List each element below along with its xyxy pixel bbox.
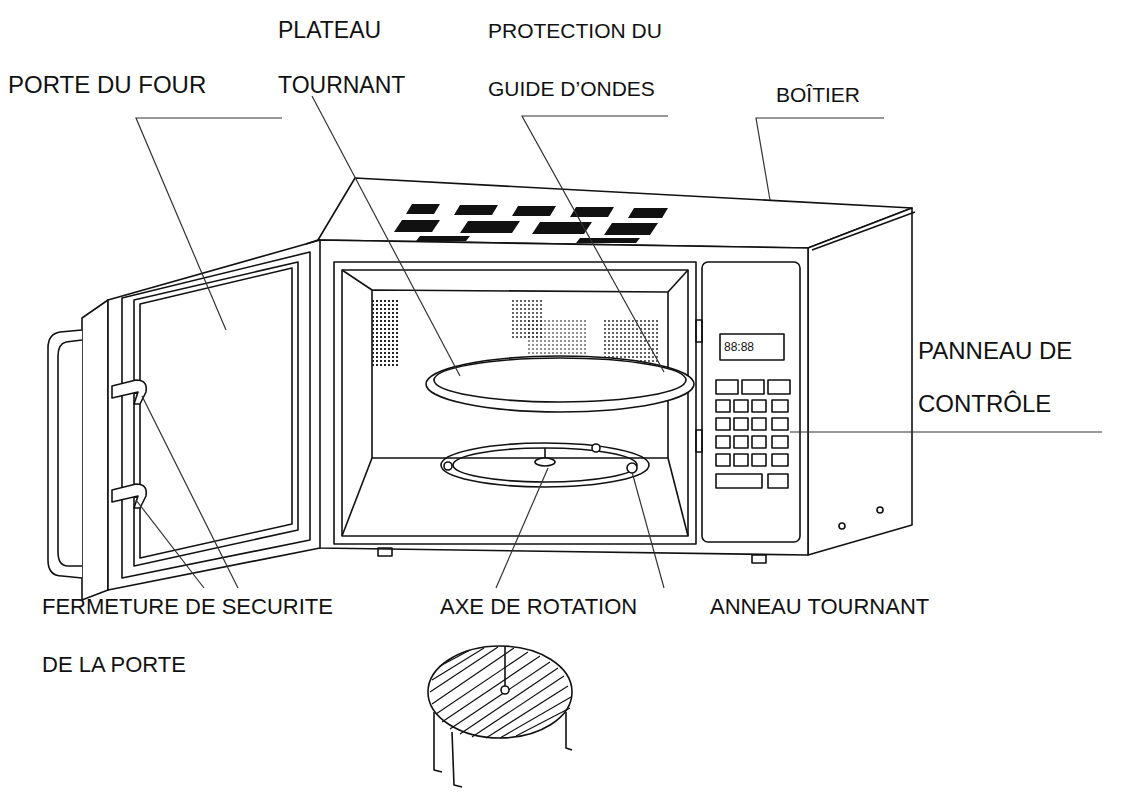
display-readout: 88:88 (724, 340, 754, 354)
part-label: PORTE DU FOUR (8, 70, 206, 100)
part-label: PANNEAU DE CONTRÔLE (918, 324, 1113, 430)
part-label: PROTECTION DU GUIDE D’ONDES (488, 2, 718, 118)
part-label: AXE DE ROTATION (440, 592, 637, 622)
part-label: PLATEAU TOURNANT (278, 3, 448, 113)
part-label: FERMETURE DE SECURITE DE LA PORTE (42, 578, 357, 694)
part-label: BOÎTIER (776, 80, 860, 110)
part-label: ANNEAU TOURNANT (710, 592, 929, 622)
